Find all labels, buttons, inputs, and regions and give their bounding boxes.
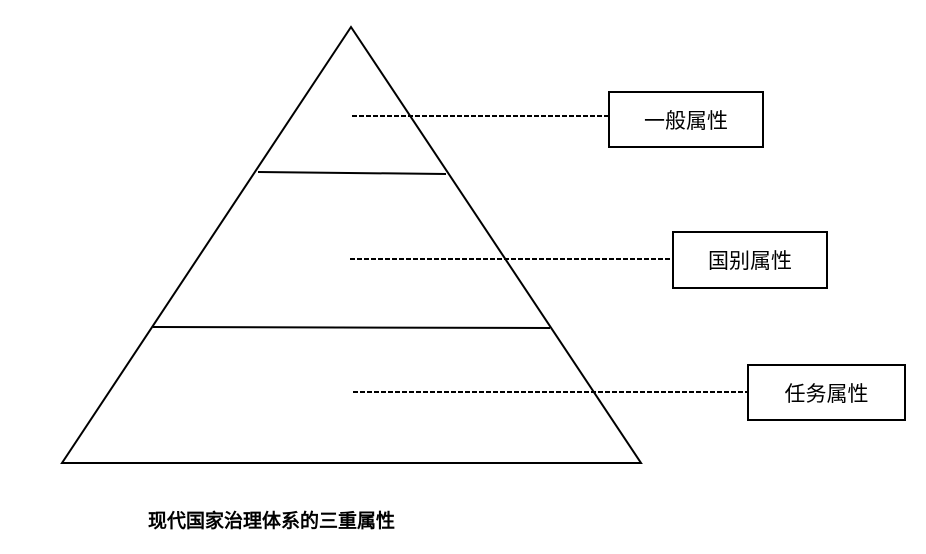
layer-divider-top <box>257 171 447 175</box>
layer-divider-bottom <box>152 326 551 329</box>
label-box-general: 一般属性 <box>608 91 764 148</box>
diagram-caption: 现代国家治理体系的三重属性 <box>148 510 396 532</box>
label-box-task: 任务属性 <box>747 364 906 421</box>
pyramid-outline <box>60 25 643 464</box>
label-box-national: 国别属性 <box>672 231 828 289</box>
